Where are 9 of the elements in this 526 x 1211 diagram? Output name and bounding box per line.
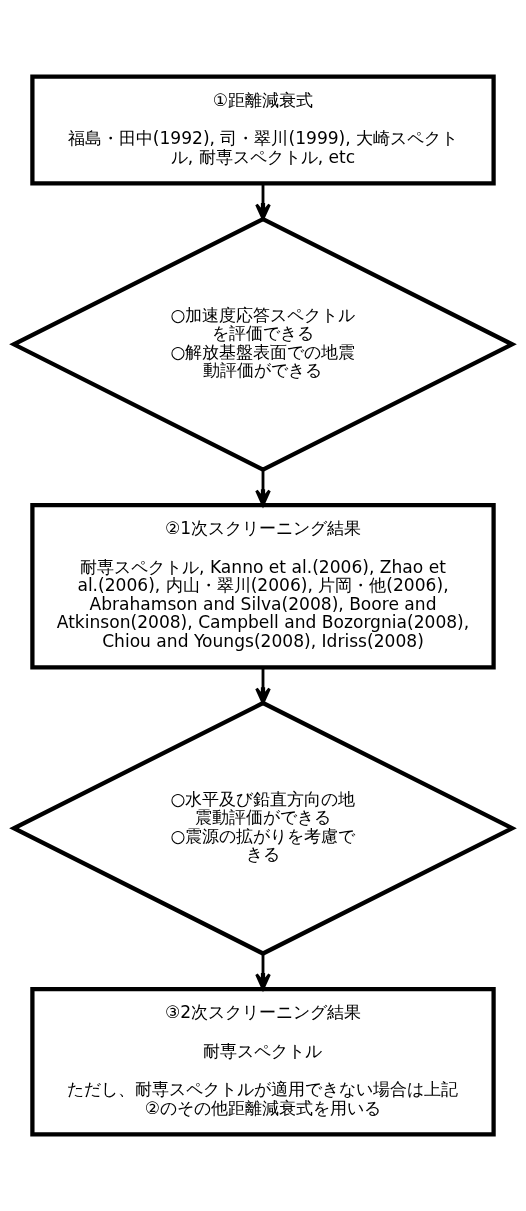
arrow xyxy=(255,953,271,991)
arrow xyxy=(255,183,271,221)
node-box: ①距離減衰式 福島・田中(1992), 司・翠川(1999), 大崎スペクトル, 耐専スペクトル, etc xyxy=(30,74,496,186)
arrow xyxy=(255,470,271,507)
node-diamond: ○加速度応答スペクトルを評価できる ○解放基盤表面での地震動評価ができる xyxy=(9,216,517,472)
node-box: ③2次スクリーニング結果 耐専スペクトル ただし、耐専スペクトルが適用できない場合は上記②のその他距離減衰式を用いる xyxy=(30,987,496,1137)
node-diamond: ○水平及び鉛直方向の地震動評価ができる ○震源の拡がりを考慮できる xyxy=(9,700,517,956)
arrow xyxy=(255,668,271,705)
node-box: ②1次スクリーニング結果 耐専スペクトル, Kanno et al.(2006), Zhao et al.(2006), 内山・翠川(2006), 片岡・他(2006), Abrahamson and Silva(2008), Boore and Atkinson(2008), Campbell and Bozorgnia(2008), Chiou and Youngs(2008), Idriss(2008) xyxy=(30,503,496,670)
